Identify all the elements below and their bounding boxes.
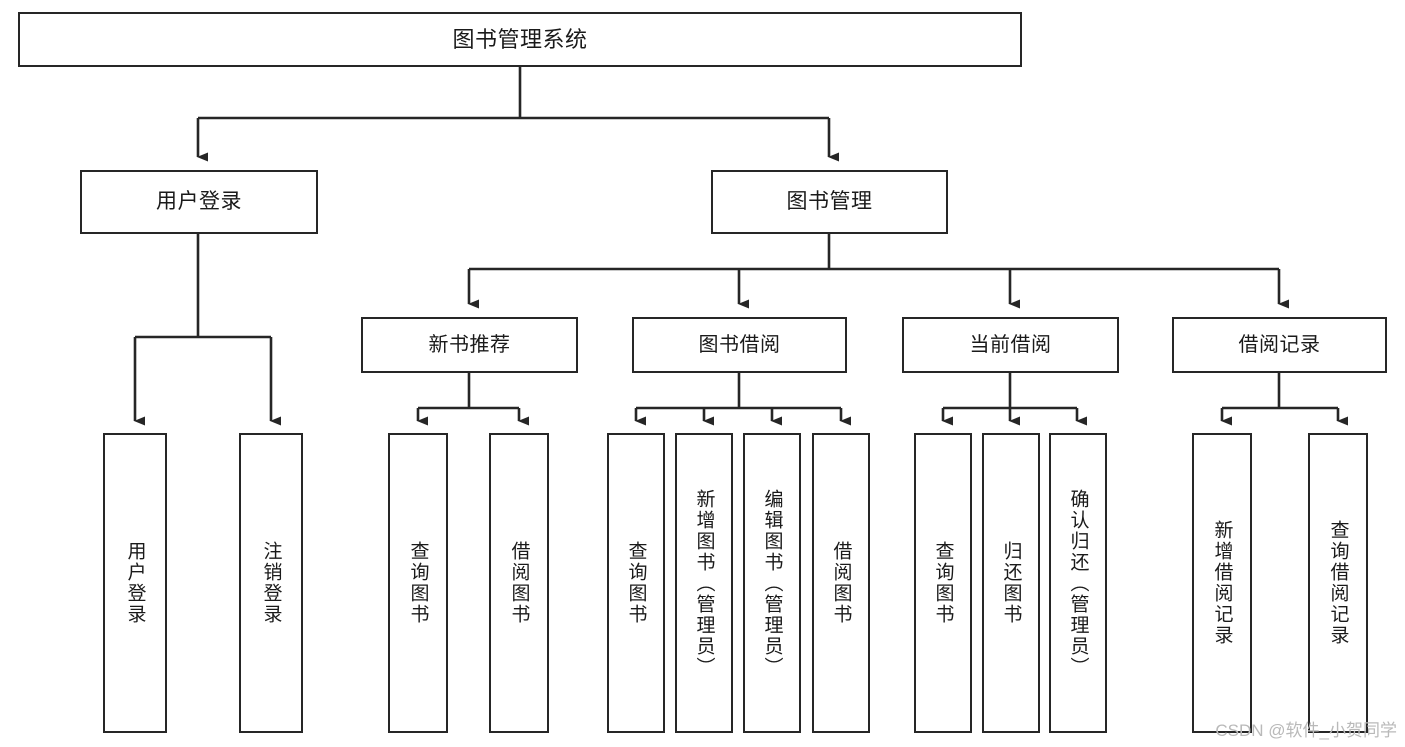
node-new-book-recommend-label: 新书推荐 xyxy=(428,333,511,356)
leaf-query-book-borrow-label: 查询图书 xyxy=(625,541,647,625)
leaf-query-book-current-label: 查询图书 xyxy=(932,541,954,625)
node-root-label: 图书管理系统 xyxy=(452,26,588,52)
leaf-query-book-recommend-label: 查询图书 xyxy=(407,541,429,625)
leaf-edit-book-label: 编辑图书（管理员） xyxy=(761,488,783,678)
leaf-add-borrow-record-label: 新增借阅记录 xyxy=(1211,520,1233,646)
node-current-borrow[interactable]: 当前借阅 xyxy=(902,317,1119,373)
leaf-return-book[interactable]: 归还图书 xyxy=(982,433,1040,733)
leaf-query-book-current[interactable]: 查询图书 xyxy=(914,433,972,733)
leaf-borrow-book-recommend[interactable]: 借阅图书 xyxy=(489,433,549,733)
leaf-add-borrow-record[interactable]: 新增借阅记录 xyxy=(1192,433,1252,733)
node-book-manage[interactable]: 图书管理 xyxy=(711,170,948,234)
node-borrow-record-label: 借阅记录 xyxy=(1238,333,1321,356)
leaf-logout-label: 注销登录 xyxy=(260,541,282,625)
leaf-query-book-recommend[interactable]: 查询图书 xyxy=(388,433,448,733)
node-new-book-recommend[interactable]: 新书推荐 xyxy=(361,317,578,373)
leaf-add-book-label: 新增图书（管理员） xyxy=(693,488,715,678)
leaf-borrow-book-recommend-label: 借阅图书 xyxy=(508,541,530,625)
leaf-user-login[interactable]: 用户登录 xyxy=(103,433,167,733)
leaf-query-borrow-record-label: 查询借阅记录 xyxy=(1327,520,1349,646)
node-user-login[interactable]: 用户登录 xyxy=(80,170,318,234)
leaf-query-borrow-record[interactable]: 查询借阅记录 xyxy=(1308,433,1368,733)
leaf-add-book[interactable]: 新增图书（管理员） xyxy=(675,433,733,733)
leaf-edit-book[interactable]: 编辑图书（管理员） xyxy=(743,433,801,733)
node-book-borrow-label: 图书借阅 xyxy=(698,333,781,356)
leaf-logout[interactable]: 注销登录 xyxy=(239,433,303,733)
node-current-borrow-label: 当前借阅 xyxy=(969,333,1052,356)
leaf-borrow-book[interactable]: 借阅图书 xyxy=(812,433,870,733)
node-user-login-label: 用户登录 xyxy=(156,189,242,213)
node-borrow-record[interactable]: 借阅记录 xyxy=(1172,317,1387,373)
leaf-query-book-borrow[interactable]: 查询图书 xyxy=(607,433,665,733)
node-root[interactable]: 图书管理系统 xyxy=(18,12,1022,67)
node-book-borrow[interactable]: 图书借阅 xyxy=(632,317,847,373)
leaf-return-book-label: 归还图书 xyxy=(1000,541,1022,625)
leaf-confirm-return[interactable]: 确认归还（管理员） xyxy=(1049,433,1107,733)
leaf-user-login-label: 用户登录 xyxy=(124,541,146,625)
leaf-borrow-book-label: 借阅图书 xyxy=(830,541,852,625)
leaf-confirm-return-label: 确认归还（管理员） xyxy=(1067,488,1089,678)
node-book-manage-label: 图书管理 xyxy=(786,189,873,213)
